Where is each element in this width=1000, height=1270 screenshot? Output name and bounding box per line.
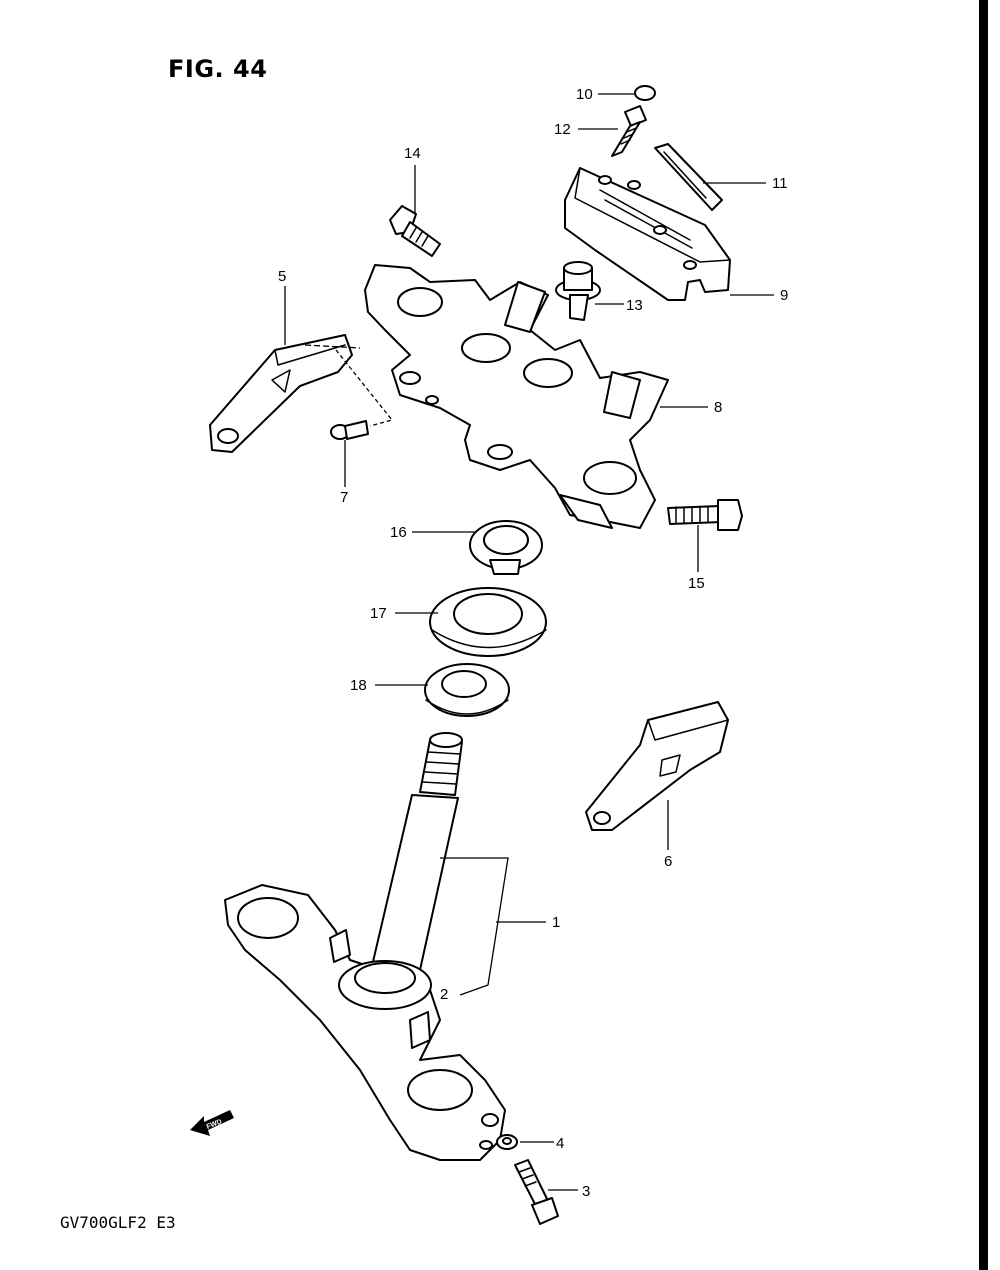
callout-labels: 1 2 3 4 5 6 7 8 9 10 11 12 13 14 15 16 1… — [278, 86, 788, 1200]
callout-8: 8 — [714, 399, 722, 416]
part-5-left-bracket — [209, 334, 353, 453]
part-12-screw — [611, 105, 647, 157]
part-1-steering-stem — [224, 732, 506, 1161]
callout-15: 15 — [688, 575, 705, 592]
part-7-screw — [304, 344, 394, 440]
part-18-bearing — [424, 663, 510, 717]
callout-7: 7 — [340, 489, 348, 506]
part-11-emblem — [654, 143, 723, 211]
part-13-flange-bolt — [555, 261, 601, 321]
part-16-lock-nut — [469, 520, 543, 575]
callout-11: 11 — [772, 175, 788, 192]
leader-lines — [284, 93, 774, 1191]
callout-10: 10 — [576, 86, 593, 103]
callout-4: 4 — [556, 1135, 564, 1152]
fwd-direction-arrow: FWD — [190, 1110, 234, 1136]
callout-6: 6 — [664, 853, 672, 870]
callout-14: 14 — [404, 145, 421, 162]
callout-1: 1 — [552, 914, 560, 931]
part-3-bolt — [514, 1159, 559, 1225]
model-code: GV700GLF2 E3 — [60, 1213, 176, 1232]
page-edge-border — [979, 0, 988, 1270]
callout-13: 13 — [626, 297, 643, 314]
callout-2: 2 — [440, 986, 448, 1003]
callout-9: 9 — [780, 287, 788, 304]
part-9-handlebar-holder — [564, 167, 731, 301]
callout-18: 18 — [350, 677, 367, 694]
part-6-right-bracket — [585, 701, 729, 831]
callout-12: 12 — [554, 121, 571, 138]
callout-16: 16 — [390, 524, 407, 541]
figure-title: FIG. 44 — [168, 55, 268, 83]
callout-17: 17 — [370, 605, 387, 622]
part-4-washer — [496, 1134, 518, 1150]
callout-3: 3 — [582, 1183, 590, 1200]
callout-5: 5 — [278, 268, 286, 285]
part-8-upper-bracket — [364, 264, 669, 529]
part-15-bolt — [667, 499, 743, 531]
part-14-bolt — [389, 205, 441, 257]
part-10-cap — [634, 85, 656, 101]
part-17-seal — [429, 587, 547, 657]
